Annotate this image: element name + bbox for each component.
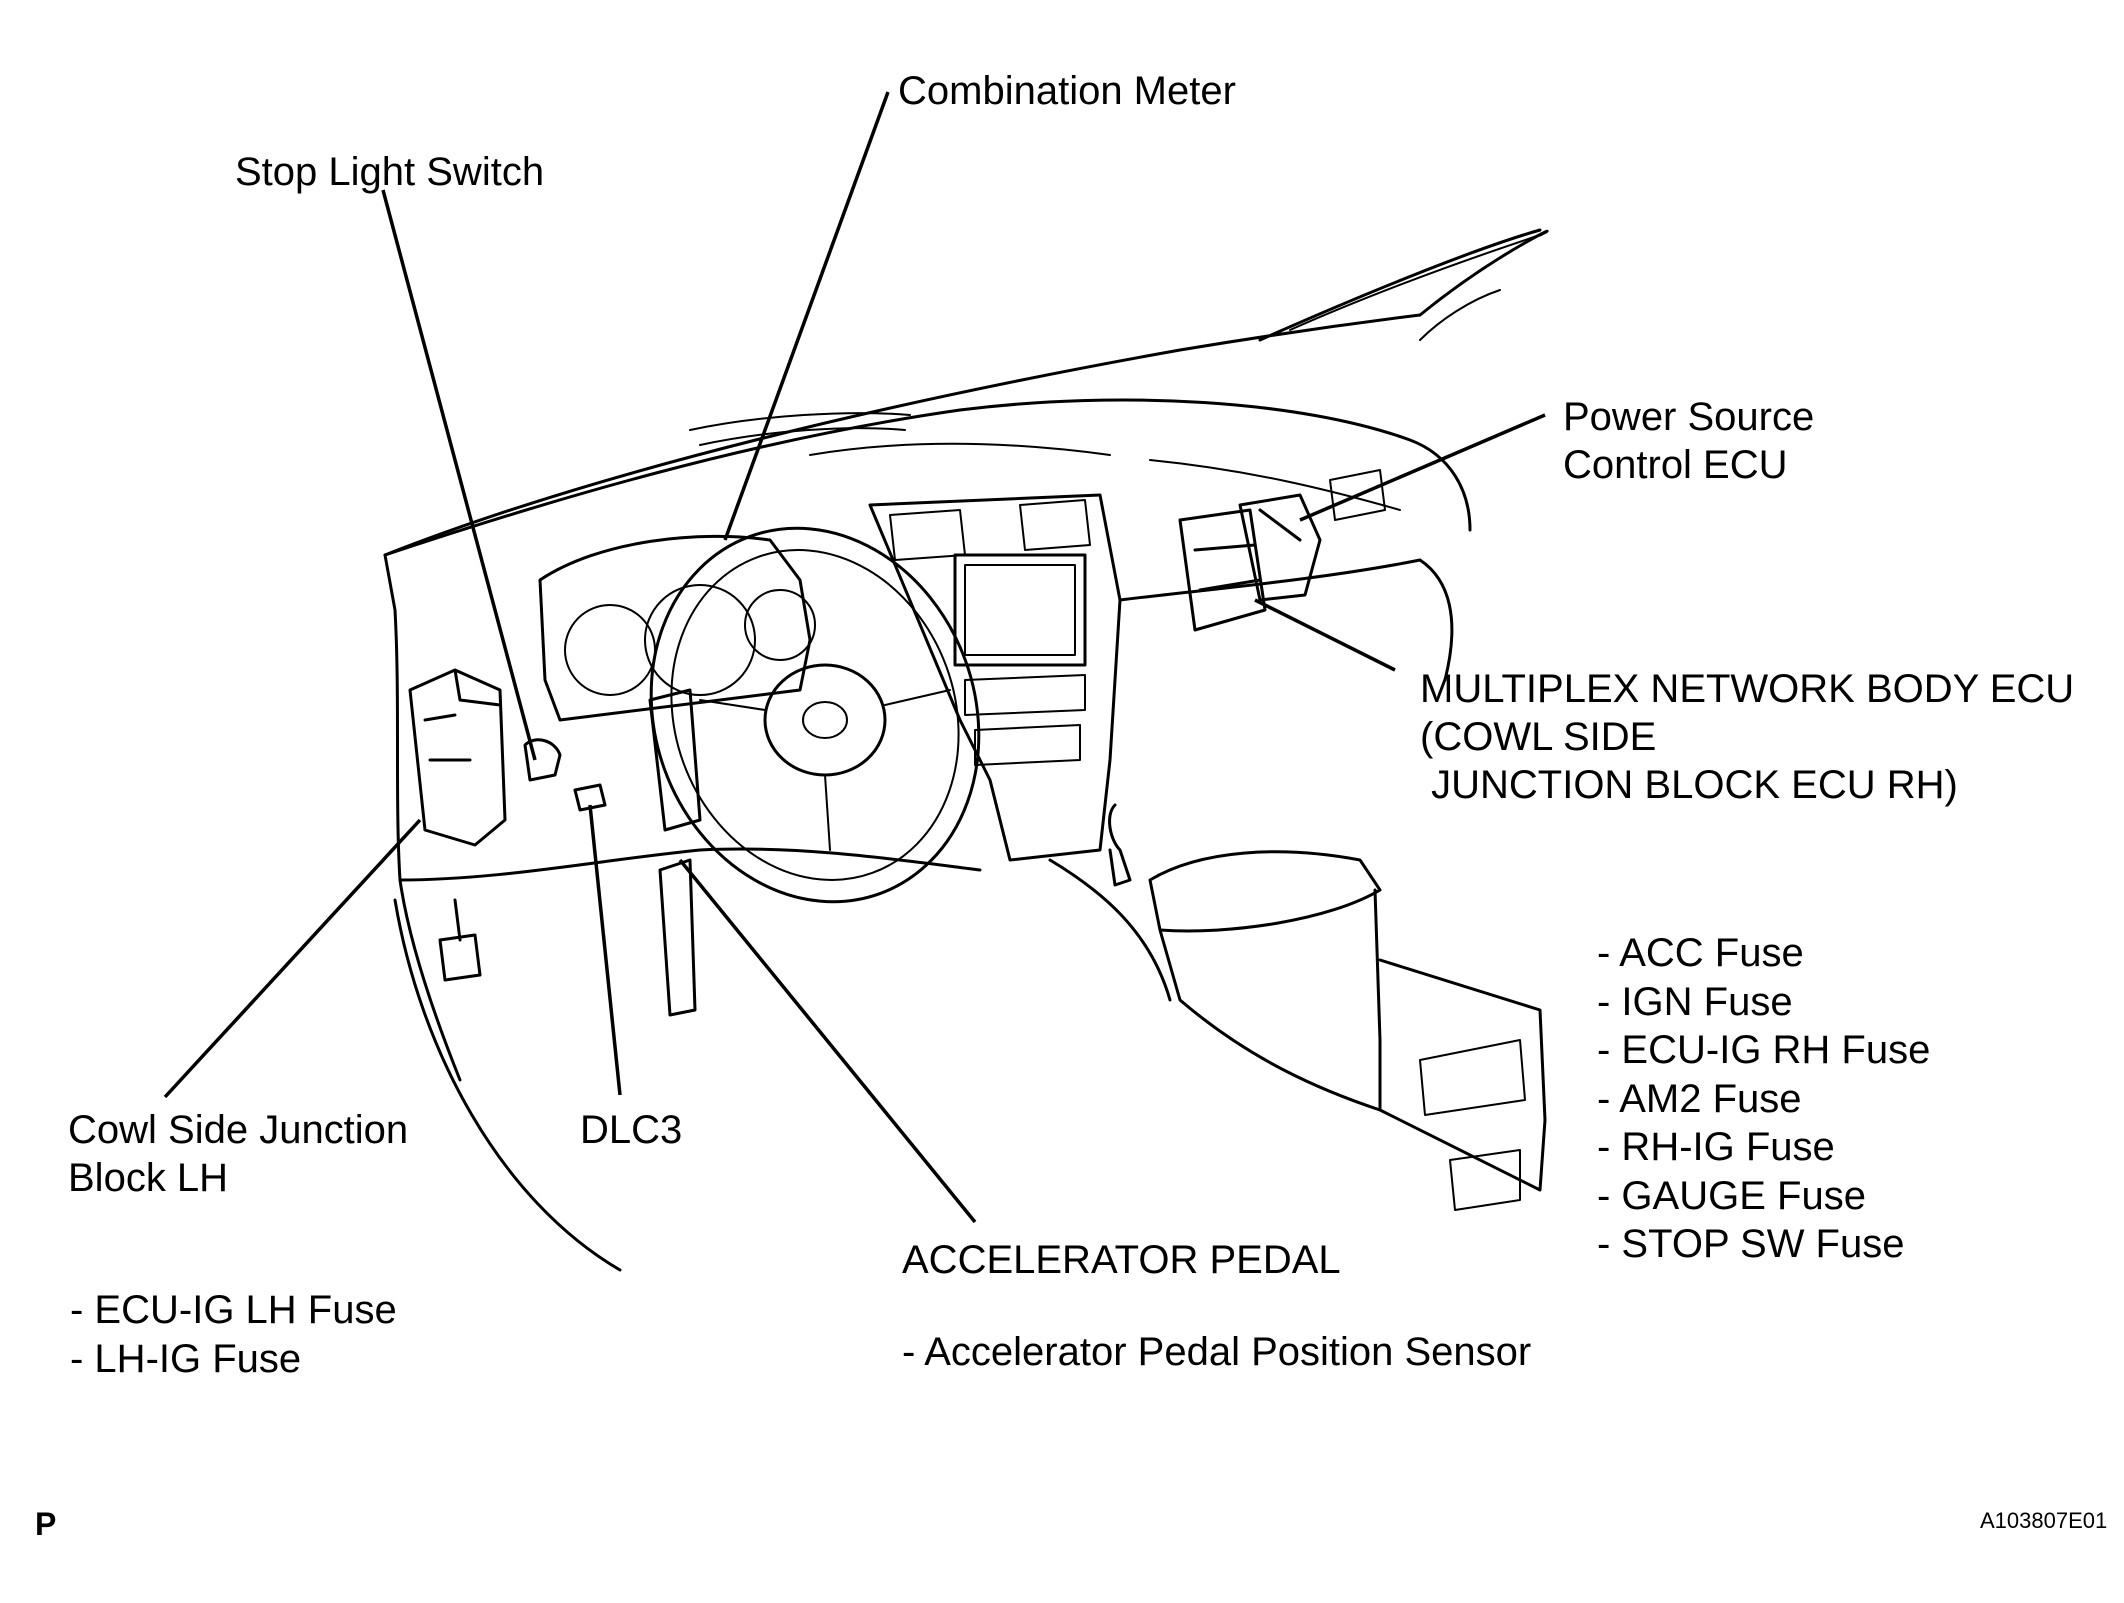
- dlc3-connector: [573, 783, 607, 812]
- gauge-left: [564, 604, 656, 696]
- label-power-source-line2: Control ECU: [1563, 443, 1788, 487]
- page-letter: P: [35, 1506, 57, 1542]
- figure-code: A103807E01: [1980, 1508, 2108, 1533]
- dashboard-top: [383, 398, 1472, 557]
- leader-power-source: [1299, 413, 1546, 522]
- label-dlc3: DLC3: [580, 1108, 683, 1152]
- label-power-source-line1: Power Source: [1563, 395, 1815, 439]
- steering-wheel: [649, 526, 981, 904]
- gauge-center: [644, 584, 756, 696]
- leader-dlc3: [588, 804, 622, 1096]
- rh-fuse-item: - IGN Fuse: [1597, 979, 1793, 1024]
- leader-accelerator: [678, 858, 977, 1224]
- navigation-screen-inner: [964, 564, 1076, 656]
- multiplex-ecu: [1178, 508, 1267, 632]
- rh-fuse-item: - ACC Fuse: [1597, 931, 1804, 975]
- rh-fuse-item: - RH-IG Fuse: [1597, 1125, 1835, 1169]
- rh-fuse-item: - AM2 Fuse: [1597, 1076, 1802, 1121]
- label-stop-light-switch: Stop Light Switch: [235, 150, 545, 194]
- windshield-inner: [1289, 234, 1541, 341]
- label-accelerator-sensor: - Accelerator Pedal Position Sensor: [902, 1330, 1532, 1374]
- rh-fuse-item: - GAUGE Fuse: [1597, 1173, 1866, 1218]
- label-combination-meter: Combination Meter: [898, 69, 1236, 113]
- steering-column: [648, 688, 702, 832]
- label-multiplex-line2: (COWL SIDE: [1420, 715, 1657, 759]
- left-dash-edge: [383, 553, 462, 1082]
- lh-fuse-item: - ECU-IG LH Fuse: [70, 1288, 397, 1332]
- gauge-right: [744, 589, 816, 661]
- label-accelerator-pedal: ACCELERATOR PEDAL: [902, 1238, 1341, 1282]
- label-multiplex-line1: MULTIPLEX NETWORK BODY ECU: [1420, 667, 2075, 711]
- leader-stop-light-switch: [381, 189, 537, 761]
- rear-vents: [1419, 1039, 1526, 1211]
- leader-cowl-lh: [163, 818, 422, 1099]
- rh-fuse-list: - ACC Fuse - IGN Fuse - ECU-IG RH Fuse -…: [1597, 929, 1930, 1269]
- steering-wheel-inner: [670, 549, 960, 881]
- defroster-vent: [689, 412, 911, 446]
- label-multiplex-line3: JUNCTION BLOCK ECU RH): [1420, 763, 1958, 807]
- center-console: [1148, 850, 1547, 1192]
- accelerator-pedal-part: [658, 858, 697, 1017]
- navigation-screen: [953, 553, 1087, 667]
- leader-multiplex: [1254, 598, 1396, 672]
- brake-pedal: [438, 898, 482, 982]
- left-door-line: [393, 898, 622, 1272]
- lh-fuse-list: - ECU-IG LH Fuse - LH-IG Fuse: [70, 1286, 397, 1383]
- cowl-block-lh: [408, 668, 507, 847]
- steering-spokes: [699, 689, 951, 851]
- leader-combination-meter: [723, 91, 890, 541]
- steering-logo: [802, 701, 848, 739]
- label-cowl-lh-line2: Block LH: [68, 1156, 229, 1200]
- steering-hub: [763, 663, 887, 777]
- label-cowl-lh-line1: Cowl Side Junction: [68, 1108, 409, 1152]
- dash-panel: [809, 442, 1401, 511]
- center-vents: [889, 499, 1091, 561]
- rh-fuse-item: - STOP SW Fuse: [1597, 1222, 1905, 1266]
- rh-fuse-item: - ECU-IG RH Fuse: [1597, 1028, 1931, 1072]
- center-stack: [868, 493, 1122, 862]
- windshield-outline: [383, 228, 1549, 557]
- shift-lever: [1108, 803, 1132, 887]
- climate-controls: [964, 674, 1086, 766]
- combination-meter: [538, 534, 812, 722]
- lh-fuse-item: - LH-IG Fuse: [70, 1336, 302, 1381]
- right-dash: [1048, 558, 1454, 1002]
- power-source-ecu: [1238, 493, 1322, 602]
